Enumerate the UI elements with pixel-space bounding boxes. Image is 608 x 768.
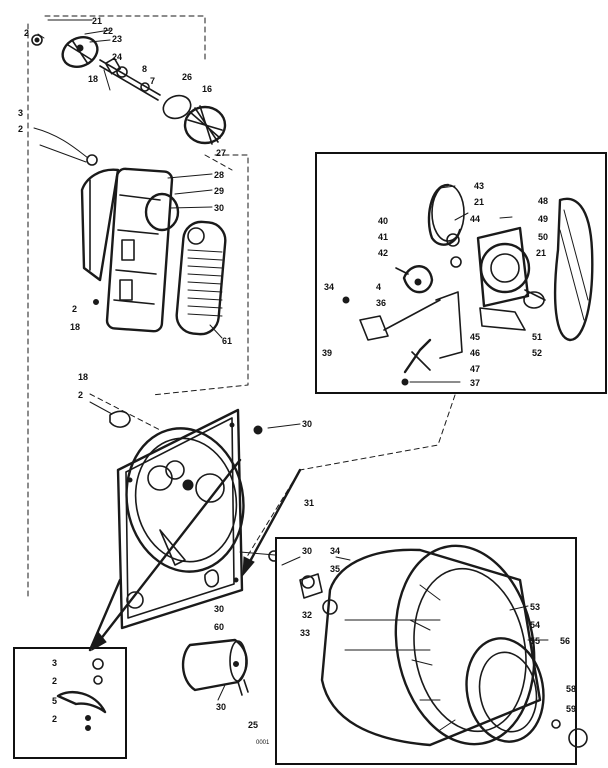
label-34a: 34 <box>324 282 334 292</box>
label-61: 61 <box>222 336 232 346</box>
label-50: 50 <box>538 232 548 242</box>
label-33: 33 <box>300 628 310 638</box>
label-53: 53 <box>530 602 540 612</box>
label-32: 32 <box>302 610 312 620</box>
label-31: 31 <box>304 498 314 508</box>
label-23: 23 <box>112 34 122 44</box>
label-47: 47 <box>470 364 480 374</box>
label-4: 4 <box>376 282 381 292</box>
label-30e: 30 <box>216 702 226 712</box>
label-29: 29 <box>214 186 224 196</box>
assembly-arrows <box>91 458 302 652</box>
label-46: 46 <box>470 348 480 358</box>
label-25: 25 <box>248 720 258 730</box>
label-2f: 2 <box>52 714 57 724</box>
label-41: 41 <box>378 232 388 242</box>
label-42: 42 <box>378 248 388 258</box>
leader-lines <box>33 19 549 701</box>
label-35: 35 <box>330 564 340 574</box>
label-21a: 21 <box>92 16 102 26</box>
label-2c: 2 <box>72 304 77 314</box>
label-58: 58 <box>566 684 576 694</box>
label-21c: 21 <box>536 248 546 258</box>
label-60: 60 <box>214 622 224 632</box>
label-28: 28 <box>214 170 224 180</box>
label-43: 43 <box>474 181 484 191</box>
blower-assembly <box>31 34 227 145</box>
label-51: 51 <box>532 332 542 342</box>
label-8: 8 <box>142 64 147 74</box>
label-3: 3 <box>18 108 23 118</box>
label-18c: 18 <box>78 372 88 382</box>
label-45: 45 <box>470 332 480 342</box>
label-2d: 2 <box>78 390 83 400</box>
heater-assembly <box>181 638 249 696</box>
label-27: 27 <box>216 148 226 158</box>
label-21b: 21 <box>474 197 484 207</box>
motor-inset <box>315 152 607 394</box>
label-2e: 2 <box>52 676 57 686</box>
bulkhead-panel <box>89 401 280 630</box>
label-49: 49 <box>538 214 548 224</box>
label-36: 36 <box>376 298 386 308</box>
label-55: 55 <box>530 636 540 646</box>
label-40: 40 <box>378 216 388 226</box>
label-56: 56 <box>560 636 570 646</box>
label-37: 37 <box>470 378 480 388</box>
label-34b: 34 <box>330 546 340 556</box>
label-44: 44 <box>470 214 480 224</box>
label-2b: 2 <box>18 124 23 134</box>
label-39: 39 <box>322 348 332 358</box>
label-18a: 18 <box>88 74 98 84</box>
label-18b: 18 <box>70 322 80 332</box>
label-22: 22 <box>103 26 113 36</box>
label-5: 5 <box>52 696 57 706</box>
label-2a: 2 <box>24 28 29 38</box>
label-24: 24 <box>112 52 122 62</box>
footer-code: 0001 <box>256 740 270 746</box>
label-30b: 30 <box>302 419 312 429</box>
part-number-labels: 21 22 23 2 18 24 8 7 26 16 27 3 2 28 29 … <box>18 16 576 746</box>
label-30d: 30 <box>214 604 224 614</box>
label-7: 7 <box>150 76 155 86</box>
label-16: 16 <box>202 84 212 94</box>
label-52: 52 <box>532 348 542 358</box>
label-30c: 30 <box>302 546 312 556</box>
front-panel-assembly <box>80 154 227 336</box>
label-54: 54 <box>530 620 540 630</box>
lower-left-inset <box>13 578 127 759</box>
label-48: 48 <box>538 196 548 206</box>
label-26: 26 <box>182 72 192 82</box>
label-59: 59 <box>566 704 576 714</box>
label-3b: 3 <box>52 658 57 668</box>
drum-assembly <box>275 537 588 765</box>
label-30a: 30 <box>214 203 224 213</box>
